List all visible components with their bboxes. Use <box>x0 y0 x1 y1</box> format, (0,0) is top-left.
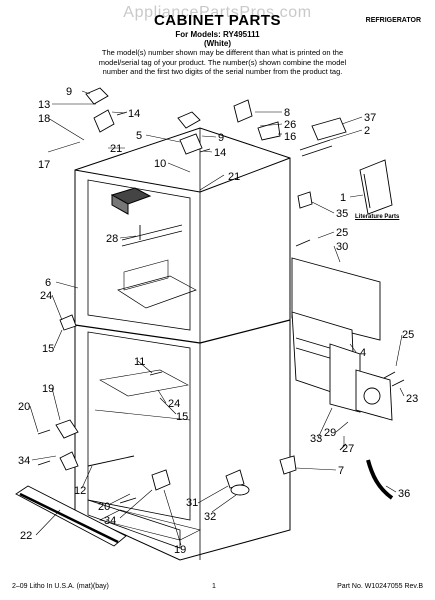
callout-27: 27 <box>342 443 354 455</box>
callout-33: 33 <box>310 433 322 445</box>
callout-28: 28 <box>106 233 118 245</box>
callout-32: 32 <box>204 511 216 523</box>
callout-11: 11 <box>134 356 145 368</box>
callout-37: 37 <box>364 112 376 124</box>
callout-26: 26 <box>284 119 296 131</box>
callout-36: 36 <box>398 488 410 500</box>
leader-lines <box>29 90 405 546</box>
footer-part-number: Part No. W10247055 Rev.B <box>337 583 423 590</box>
callout-29: 29 <box>324 427 336 439</box>
appliance-type: REFRIGERATOR <box>365 17 421 24</box>
cabinet-outline <box>74 127 291 561</box>
footer-page-number: 1 <box>212 583 216 590</box>
callout-15b: 15 <box>176 411 188 423</box>
callout-16: 16 <box>284 131 296 143</box>
color-line: (White) <box>203 39 232 48</box>
watermark: AppliancePartsPros.com <box>123 4 312 21</box>
callout-34b: 34 <box>104 515 116 527</box>
callout-7: 7 <box>338 465 344 477</box>
small-parts <box>15 87 405 547</box>
callout-13: 13 <box>38 99 50 111</box>
footer-print-info: 2–09 Litho In U.S.A. (mat)(bay) <box>12 583 109 590</box>
callout-19b: 19 <box>174 544 186 556</box>
callout-1: 1 <box>340 192 346 204</box>
callout-12: 12 <box>74 485 86 497</box>
models-line: For Models: RY495111 <box>175 30 260 39</box>
callout-25: 25 <box>336 227 348 239</box>
model-note: The model(s) number shown may be differe… <box>98 48 347 76</box>
model-info: For Models: RY495111 (White) <box>0 30 435 48</box>
callout-18: 18 <box>38 113 50 125</box>
callout-5: 5 <box>136 130 142 142</box>
callout-8: 8 <box>284 107 290 119</box>
callout-10: 10 <box>154 158 166 170</box>
callout-22: 22 <box>20 530 32 542</box>
callout-25b: 25 <box>402 329 414 341</box>
callout-31: 31 <box>186 497 198 509</box>
callout-21b: 21 <box>228 171 240 183</box>
callout-9: 9 <box>66 86 72 98</box>
callout-14b: 14 <box>214 147 226 159</box>
callout-24b: 24 <box>168 398 180 410</box>
callout-20b: 20 <box>98 501 110 513</box>
callout-23: 23 <box>406 393 418 405</box>
callout-19: 19 <box>42 383 54 395</box>
callout-34: 34 <box>18 455 30 467</box>
callout-35: 35 <box>336 208 348 220</box>
page-title: CABINET PARTS <box>153 12 282 29</box>
callout-9b: 9 <box>218 132 224 144</box>
callout-21: 21 <box>110 143 122 155</box>
callout-15: 15 <box>42 343 54 355</box>
callout-30: 30 <box>336 241 348 253</box>
callout-24: 24 <box>40 290 52 302</box>
callout-17: 17 <box>38 159 50 171</box>
callout-labels: 9 13 14 18 17 5 9 21 14 10 21 8 26 16 37… <box>18 86 418 556</box>
callout-14: 14 <box>128 108 140 120</box>
callout-6: 6 <box>45 277 51 289</box>
callout-4: 4 <box>360 347 366 359</box>
literature-parts-label: Literature Parts <box>355 214 400 220</box>
callout-2: 2 <box>364 125 370 137</box>
callout-20: 20 <box>18 401 30 413</box>
